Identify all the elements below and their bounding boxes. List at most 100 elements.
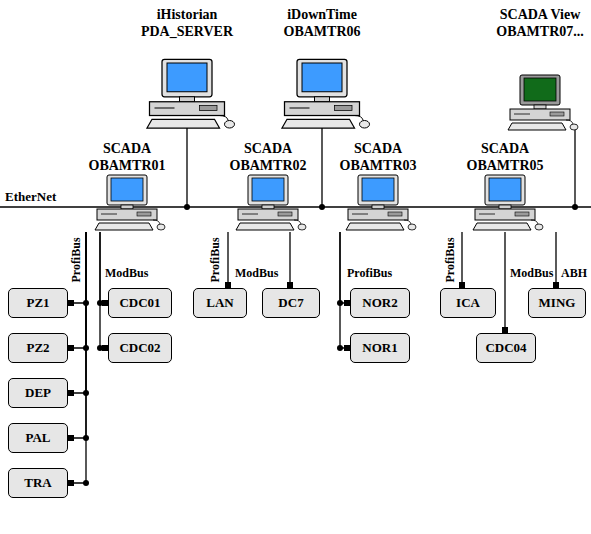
computer-label: SCADA	[481, 140, 529, 157]
computer-label: OBAMTR06	[284, 23, 361, 40]
bus-port	[68, 435, 74, 441]
mouse	[570, 124, 578, 130]
computer-node: iDownTimeOBAMTR06	[270, 6, 374, 131]
device-box: NOR2	[350, 288, 410, 318]
mouse	[157, 224, 165, 230]
mouse-cord	[566, 120, 573, 124]
computer-case	[238, 209, 298, 220]
drive-slot	[101, 214, 117, 215]
mouse	[298, 224, 306, 230]
bus-label: ModBus	[234, 266, 279, 280]
monitor-stand	[315, 97, 330, 102]
drive-slot	[352, 214, 368, 215]
computer-label: OBAMTR03	[340, 157, 417, 174]
bus-connector	[461, 232, 462, 288]
bus-junction	[184, 204, 190, 210]
monitor-stand	[499, 205, 511, 209]
computer-icon	[228, 174, 308, 232]
bus-junction	[97, 345, 103, 351]
device-label: CDC01	[119, 295, 160, 311]
connector-group	[68, 232, 559, 486]
computer-case	[475, 209, 535, 220]
bus-port	[68, 480, 74, 486]
bus-connector	[68, 232, 86, 393]
drive-bay	[388, 212, 402, 216]
bus-connector	[68, 232, 86, 483]
computer-icon	[272, 58, 372, 131]
bus-port	[68, 300, 74, 306]
drive-slot	[514, 114, 530, 115]
device-box: PZ2	[8, 333, 68, 363]
computer-case	[150, 102, 225, 116]
ethernet-drop	[321, 123, 322, 208]
computer-case	[285, 102, 360, 116]
computer-label: OBAMTR07...	[496, 23, 584, 40]
mouse-cord	[153, 220, 160, 224]
device-label: DC7	[278, 295, 303, 311]
monitor-stand	[121, 205, 133, 209]
drive-bay	[515, 212, 529, 216]
device-label: DEP	[25, 385, 51, 401]
keyboard	[346, 223, 404, 230]
computer-label: SCADA	[354, 140, 402, 157]
monitor-screen	[302, 63, 342, 92]
device-label: NOR1	[362, 340, 397, 356]
mouse	[408, 224, 416, 230]
device-label: ICA	[456, 295, 480, 311]
monitor-frame	[485, 175, 525, 205]
device-box: TRA	[8, 468, 68, 498]
computer-label: OBAMTR01	[89, 157, 166, 174]
computer-icon	[137, 58, 237, 131]
bus-label: ModBus	[509, 266, 554, 280]
monitor-stand	[180, 97, 195, 102]
keyboard	[473, 223, 531, 230]
mouse-cord	[355, 116, 364, 121]
monitor-frame	[297, 59, 347, 97]
bus-connector	[227, 232, 228, 288]
drive-slot	[242, 214, 258, 215]
monitor-frame	[162, 59, 212, 97]
keyboard	[236, 223, 294, 230]
ethernet-drop	[186, 123, 187, 208]
computer-label: OBAMTR05	[467, 157, 544, 174]
bus-junction	[83, 390, 89, 396]
keyboard	[508, 123, 566, 130]
monitor-screen	[252, 178, 284, 201]
bus-connector	[68, 232, 86, 348]
device-box: DEP	[8, 378, 68, 408]
device-label: CDC02	[119, 340, 160, 356]
bus-connector	[68, 232, 86, 303]
device-box: DC7	[262, 288, 320, 318]
monitor-screen	[524, 78, 556, 101]
keyboard	[147, 119, 220, 128]
keyboard	[95, 223, 153, 230]
computer-label: PDA_SERVER	[141, 23, 233, 40]
bus-junction	[319, 204, 325, 210]
bus-label: ProfiBus	[208, 236, 222, 283]
bus-label: ModBus	[104, 266, 149, 280]
computer-icon	[465, 174, 545, 232]
mouse	[535, 224, 543, 230]
drive-slot	[290, 108, 310, 109]
bus-label: ProfiBus	[69, 236, 83, 283]
mouse	[360, 121, 370, 129]
drive-slot	[479, 214, 495, 215]
monitor-screen	[362, 178, 394, 201]
bus-port	[68, 390, 74, 396]
drive-bay	[200, 106, 218, 111]
monitor-frame	[107, 175, 147, 205]
drive-bay	[335, 106, 353, 111]
device-label: CDC04	[485, 340, 526, 356]
computer-case	[348, 209, 408, 220]
computer-node: SCADA ViewOBAMTR07...	[491, 6, 589, 132]
drive-bay	[137, 212, 151, 216]
device-box: ICA	[440, 288, 496, 318]
device-box: MING	[528, 288, 586, 318]
monitor-frame	[520, 75, 560, 105]
drive-bay	[278, 212, 292, 216]
computer-node: SCADAOBAMTR03	[323, 140, 433, 232]
computer-label: iHistorian	[157, 6, 218, 23]
device-label: PZ1	[26, 295, 49, 311]
